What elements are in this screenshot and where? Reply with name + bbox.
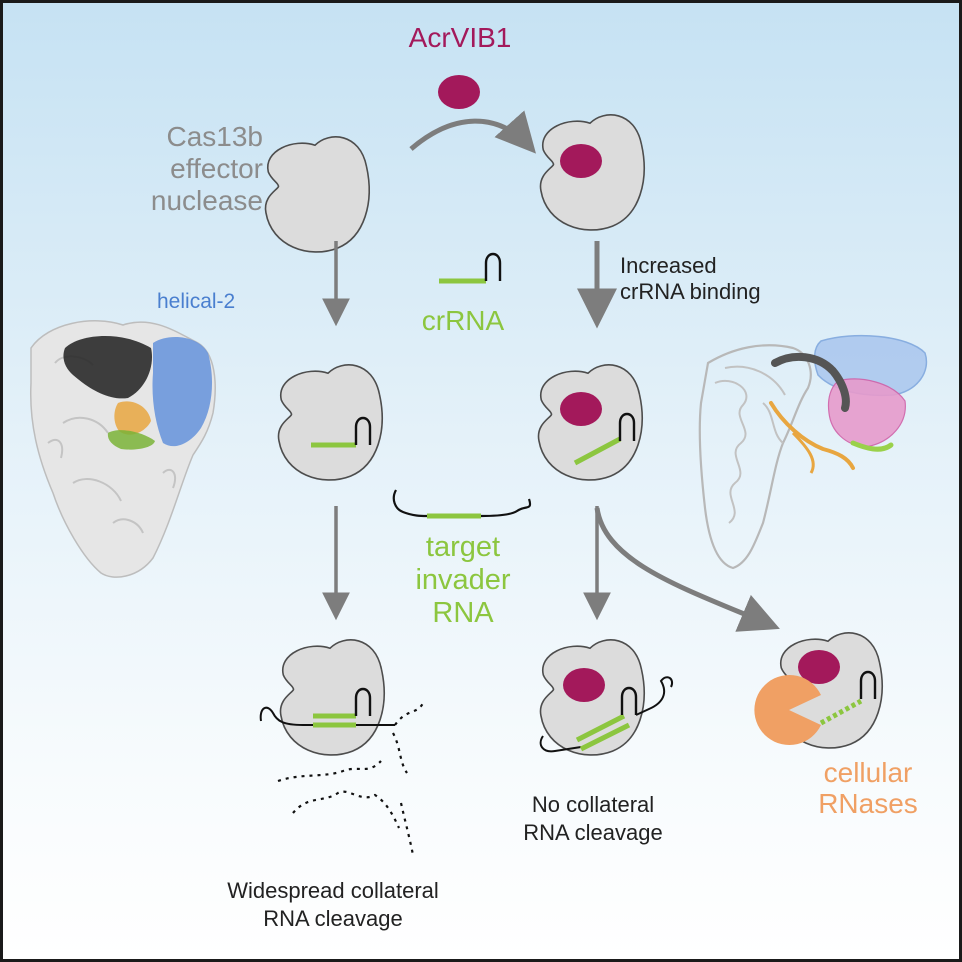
target-rna-line3: RNA	[432, 596, 494, 629]
increased-binding-line1: Increased	[620, 253, 717, 278]
no-collateral-label: No collateral RNA cleavage	[493, 791, 693, 846]
widespread-line1: Widespread collateral	[227, 878, 439, 903]
increased-binding-line2: crRNA binding	[620, 279, 761, 305]
cas13b-acr-crrna-complex	[528, 360, 652, 488]
cas13b-crrna-complex	[268, 360, 392, 488]
cas13b-target-active	[259, 635, 395, 763]
acrvib1-free	[438, 75, 480, 109]
acrvib1-label: AcrVIB1	[408, 22, 512, 53]
no-collateral-line2: RNA cleavage	[523, 819, 663, 845]
increased-binding-label: Increased crRNA binding	[620, 253, 761, 306]
cryoem-structure-left	[29, 320, 216, 578]
acrvib1-bound	[560, 144, 602, 178]
cas13b-label: Cas13b effector nuclease	[103, 121, 263, 218]
target-rna-label: target invader RNA	[393, 531, 533, 629]
cas13b-label-line3: nuclease	[150, 185, 263, 217]
target-rna-line1: target	[425, 531, 501, 563]
diagram-canvas	[29, 75, 928, 856]
cellular-rnases-label: cellular RNases	[793, 757, 943, 820]
cas13b-apo	[255, 132, 379, 260]
target-rna-line2: invader	[415, 563, 511, 596]
cas13b-label-line2: effector	[170, 153, 263, 185]
arrow-to-rnases	[594, 507, 780, 632]
cas13b-acr-degraded-crrna	[768, 628, 892, 756]
no-collateral-line1: No collateral	[531, 792, 655, 817]
cellular-rnases-line2: RNases	[818, 788, 918, 820]
cas13b-label-line1: Cas13b	[166, 121, 263, 152]
crrna-label: crRNA	[421, 305, 505, 336]
helical-2-label: helical-2	[157, 290, 236, 313]
arrow-acr-binding	[409, 110, 536, 154]
pacman-rnase-icon	[754, 675, 821, 746]
widespread-collateral-label: Widespread collateral RNA cleavage	[193, 877, 473, 932]
cas13b-acr-target	[530, 635, 673, 763]
ribbon-structure-right	[698, 334, 928, 570]
target-rna-strand	[392, 489, 532, 519]
cleaved-rna-fragments	[277, 702, 424, 856]
widespread-line2: RNA cleavage	[263, 905, 403, 931]
crrna-free	[439, 252, 502, 284]
cellular-rnases-line1: cellular	[823, 757, 913, 788]
